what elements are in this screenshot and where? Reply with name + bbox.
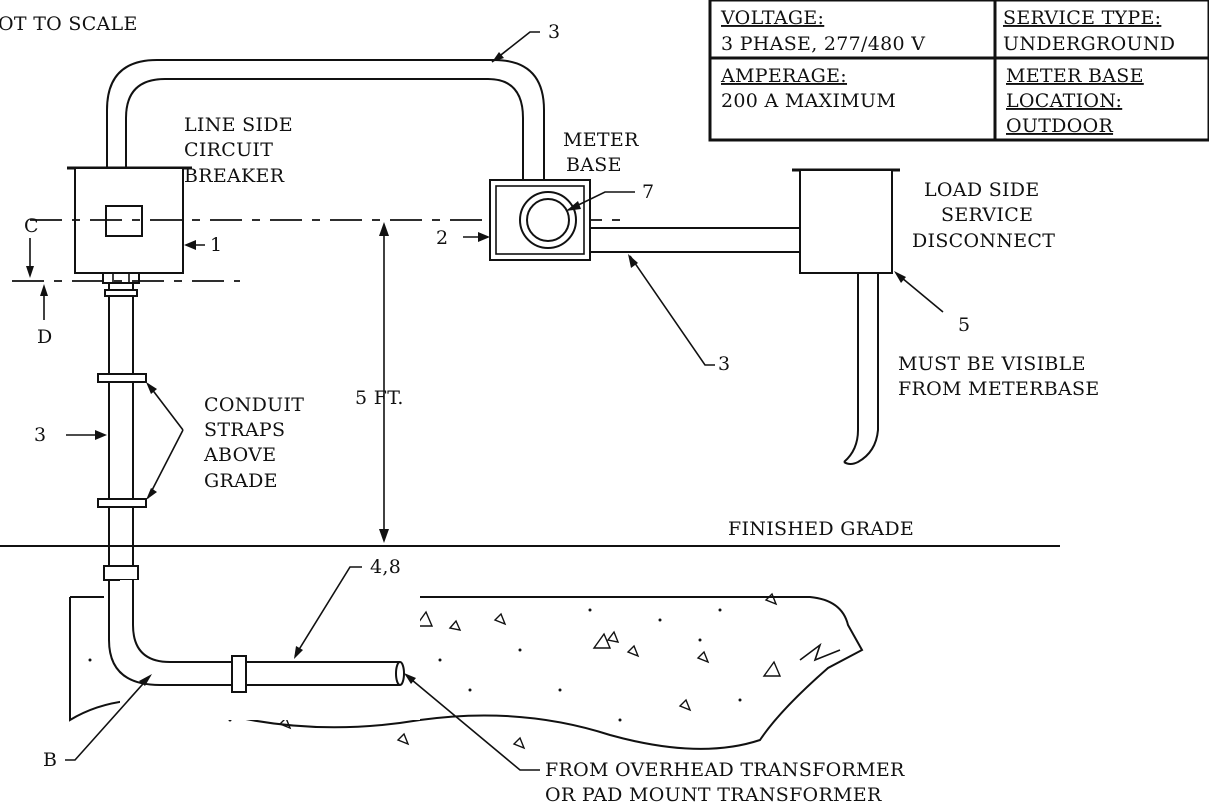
line-side-label-1: LINE SIDE	[184, 114, 293, 136]
vertical-conduit	[97, 283, 147, 581]
line-side-breaker	[67, 166, 192, 284]
load-side-label-1: LOAD SIDE	[924, 179, 1040, 201]
callout-underground-conduit: 4,8	[370, 556, 401, 578]
meter-base-label-1: METER	[563, 129, 639, 151]
callout-meter-ring: 7	[642, 181, 654, 203]
finished-grade-label: FINISHED GRADE	[728, 518, 914, 540]
voltage-value: 3 PHASE, 277/480 V	[721, 33, 925, 55]
callout-vertical-conduit: 3	[34, 424, 46, 446]
labels: LINE SIDE CIRCUIT BREAKER METER BASE LOA…	[184, 114, 1100, 806]
load-side-disconnect	[792, 168, 900, 465]
conduit-straps-label-4: GRADE	[204, 470, 278, 492]
line-side-label-3: BREAKER	[184, 165, 285, 187]
amperage-heading: AMPERAGE:	[720, 65, 847, 87]
callout-breaker: 1	[210, 234, 222, 256]
meter-base	[489, 179, 591, 261]
load-side-label-2: SERVICE	[941, 204, 1033, 226]
conduit-strap-lower	[97, 498, 147, 508]
callout-disconnect: 5	[958, 314, 970, 336]
dimension-c-d: C D	[24, 215, 53, 348]
conduit-straps-label-3: ABOVE	[203, 444, 276, 466]
height-label: 5 FT.	[355, 387, 404, 409]
must-visible-label-2: FROM METERBASE	[898, 378, 1100, 400]
amperage-value: 200 A MAXIMUM	[721, 90, 896, 112]
line-side-label-2: CIRCUIT	[184, 139, 273, 161]
grade-coupling	[103, 565, 139, 581]
height-dimension: 5 FT.	[355, 222, 404, 543]
horizontal-conduit	[590, 227, 800, 253]
underground-conduit	[108, 580, 420, 720]
service-type-value: UNDERGROUND	[1003, 33, 1175, 55]
service-type-heading: SERVICE TYPE:	[1003, 7, 1161, 29]
dimension-c-label: C	[24, 215, 39, 237]
meter-location-value: OUTDOOR	[1006, 115, 1113, 137]
load-side-label-3: DISCONNECT	[912, 230, 1055, 252]
callout-meter-base: 2	[436, 227, 448, 249]
top-conduit	[106, 59, 545, 182]
leaders: 3 1 2 7 3 5 3 4,8 B	[34, 21, 970, 771]
meter-location-heading-2: LOCATION:	[1006, 90, 1122, 112]
dimension-d-label: D	[37, 326, 53, 348]
breaker-window	[105, 205, 143, 237]
not-to-scale-note: OT TO SCALE	[0, 13, 138, 35]
callout-elbow: B	[43, 749, 57, 771]
voltage-heading: VOLTAGE:	[720, 7, 824, 29]
from-transformer-label-1: FROM OVERHEAD TRANSFORMER	[545, 759, 905, 781]
must-visible-label-1: MUST BE VISIBLE	[898, 353, 1086, 375]
conduit-straps-label-2: STRAPS	[204, 419, 285, 441]
from-transformer-label-2: OR PAD MOUNT TRANSFORMER	[545, 784, 882, 806]
meter-location-heading-1: METER BASE	[1006, 65, 1144, 87]
callout-top-conduit: 3	[548, 21, 560, 43]
meter-ring	[519, 191, 577, 249]
conduit-straps-label-1: CONDUIT	[204, 394, 304, 416]
info-table: VOLTAGE: 3 PHASE, 277/480 V SERVICE TYPE…	[708, 0, 1209, 142]
underground-coupling	[231, 655, 247, 693]
conduit-strap-upper	[97, 373, 147, 383]
callout-horizontal-conduit: 3	[718, 353, 730, 375]
meter-base-label-2: BASE	[566, 154, 622, 176]
